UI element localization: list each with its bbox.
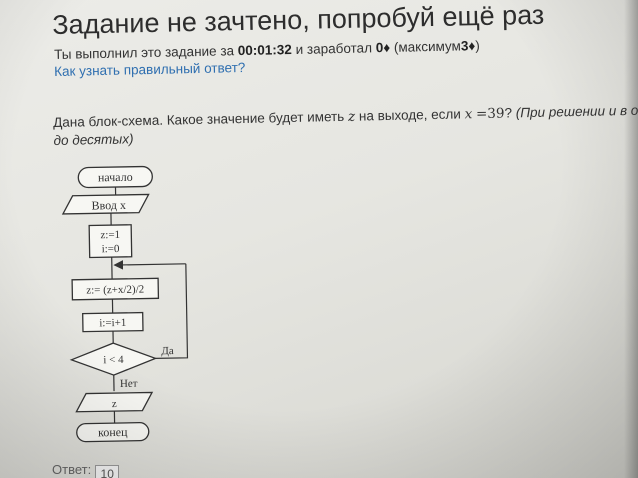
- end-label: конец: [98, 425, 128, 440]
- question-text-1: Дана блок-схема. Какое значение будет им…: [53, 108, 345, 130]
- elapsed-time: 00:01:32: [237, 42, 293, 59]
- start-label: начало: [98, 170, 133, 185]
- max-points: 3♦: [460, 38, 476, 54]
- input-label: Ввод x: [91, 198, 126, 213]
- init-label-z: z:=1: [100, 229, 120, 241]
- hint-text-1: (При решении и в отве: [515, 102, 638, 121]
- earned-points: 0♦: [375, 39, 391, 56]
- question-text-2: на выходе, если: [358, 106, 462, 124]
- update-z-label: z:= (z+x/2)/2: [86, 284, 144, 297]
- result-max-suffix: ): [475, 38, 480, 54]
- condition-label: i < 4: [103, 354, 124, 366]
- answer-input[interactable]: 10: [95, 465, 120, 478]
- flowchart: начало Ввод x z:=1 i:=0 z:= (z+x/2)/2 i:…: [61, 165, 189, 443]
- question-mark: ?: [504, 105, 513, 121]
- init-label-i: i:=0: [102, 243, 121, 255]
- help-link[interactable]: Как узнать правильный ответ?: [54, 59, 246, 79]
- yes-label: Да: [161, 345, 174, 357]
- result-mid: и заработал: [295, 40, 373, 57]
- result-prefix: Ты выполнил это задание за: [54, 43, 235, 62]
- page-title: Задание не зачтено, попробуй ещё раз: [52, 0, 545, 40]
- var-z: z: [347, 108, 356, 125]
- update-z-block: [71, 277, 160, 301]
- hint-text-2: до десятых): [53, 131, 134, 148]
- result-max-prefix: (максимум: [393, 38, 462, 55]
- equals-value: =39: [475, 105, 505, 123]
- init-block: [88, 224, 133, 259]
- answer-row: Ответ:10: [52, 462, 120, 478]
- input-block: [61, 193, 150, 215]
- question-text: Дана блок-схема. Какое значение будет им…: [53, 101, 638, 149]
- output-block: [75, 391, 154, 413]
- output-label: z: [112, 398, 117, 410]
- increment-i-label: i:=i+1: [99, 317, 126, 329]
- answer-label: Ответ:: [52, 462, 92, 477]
- screen-edge-shadow: [624, 0, 638, 478]
- var-x: x: [464, 106, 473, 123]
- end-terminal: [76, 421, 150, 443]
- result-summary: Ты выполнил это задание за 00:01:32 и за…: [54, 38, 480, 62]
- no-label: Нет: [120, 378, 138, 390]
